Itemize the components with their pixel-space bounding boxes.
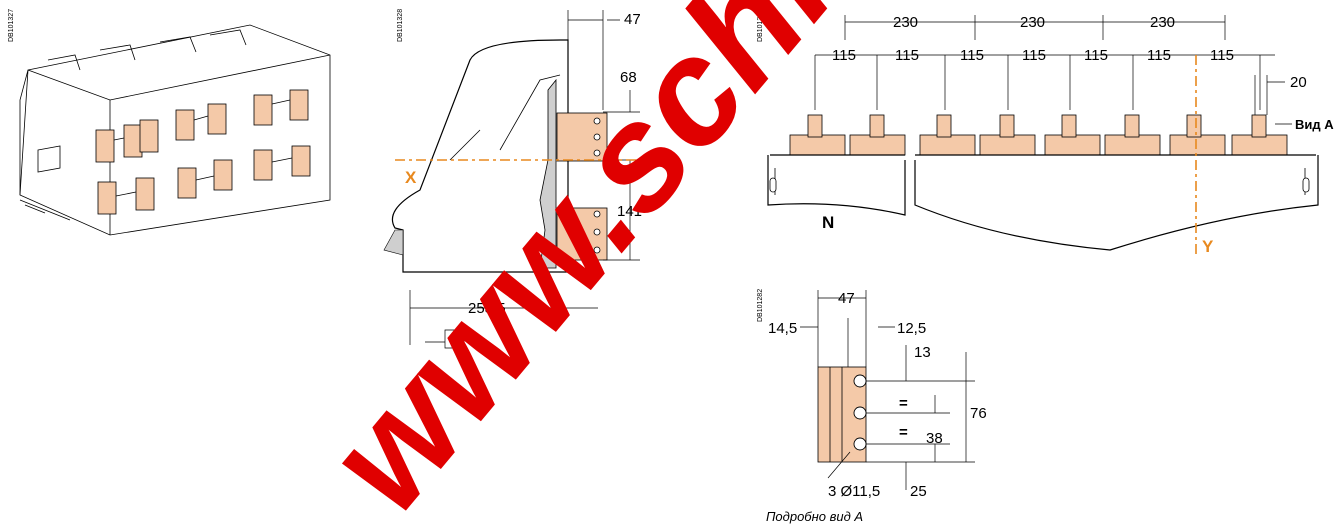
- detail-eq-mark-1: =: [899, 395, 908, 412]
- side-dim-top: 47: [624, 11, 641, 28]
- rear-terminal-blocks: [789, 114, 1288, 156]
- detail-dim-bottom: 25: [910, 483, 927, 500]
- detail-eq-mark-2: =: [899, 424, 908, 441]
- side-dim-height: 141: [617, 203, 642, 220]
- breaker-rear-view: [767, 15, 1319, 255]
- detail-dim-height: 76: [970, 405, 987, 422]
- detail-hole-label: 3 Ø11,5: [828, 483, 880, 500]
- detail-dim-pitch: 38: [926, 430, 943, 447]
- neutral-label: N: [822, 213, 834, 232]
- detail-dim-width: 47: [838, 290, 855, 307]
- figure-code-3: DB101329: [757, 9, 764, 42]
- figure-code-1: DB101327: [8, 9, 15, 42]
- rear-pitch-large-3: 230: [1150, 14, 1175, 31]
- rear-pitch-small-7: 115: [1210, 47, 1234, 64]
- side-dim-depth: 253,5: [468, 300, 506, 317]
- watermark: www.schneider: [294, 0, 1131, 529]
- detail-dim-right: 12,5: [897, 320, 926, 337]
- axis-y-label: Y: [1202, 237, 1214, 256]
- rear-pitch-large-2: 230: [1020, 14, 1045, 31]
- rear-pitch-large-1: 230: [893, 14, 918, 31]
- axis-x-label: X: [405, 168, 417, 187]
- view-a-label: Вид А: [1295, 117, 1334, 132]
- rear-pitch-small-1: 115: [832, 47, 856, 64]
- figure-code-4: DB101282: [757, 289, 764, 322]
- detail-dim-left: 14,5: [768, 320, 797, 337]
- rear-pitch-small-3: 115: [960, 47, 984, 64]
- breaker-side-view: [383, 10, 645, 349]
- detail-view-a: [800, 290, 975, 490]
- terminal-blocks: [95, 89, 311, 215]
- detail-dim-top: 13: [914, 344, 931, 361]
- side-dim-pitch: 68: [620, 69, 637, 86]
- rear-dim-width: 20: [1290, 74, 1307, 91]
- figure-code-2: DB101328: [397, 9, 404, 42]
- rear-pitch-small-5: 115: [1084, 47, 1108, 64]
- rear-pitch-small-4: 115: [1022, 47, 1046, 64]
- rear-pitch-small-2: 115: [895, 47, 919, 64]
- rear-pitch-small-6: 115: [1147, 47, 1171, 64]
- breaker-isometric-view: [19, 24, 331, 236]
- detail-caption: Подробно вид А: [766, 509, 863, 524]
